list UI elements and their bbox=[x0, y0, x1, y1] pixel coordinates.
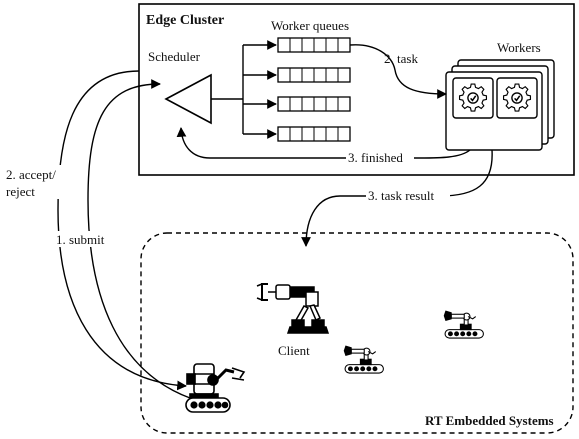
workers-stack bbox=[445, 59, 555, 151]
worker-queue-2 bbox=[277, 67, 351, 83]
worker-queue-4 bbox=[277, 126, 351, 142]
rt-embedded-systems-box bbox=[140, 232, 574, 434]
scheduler-label: Scheduler bbox=[148, 49, 201, 64]
accept-reject-label-line1: 2. accept/ bbox=[6, 167, 56, 182]
workers-label: Workers bbox=[497, 40, 541, 55]
task-label: 2. task bbox=[384, 51, 418, 66]
rt-embedded-systems-title: RT Embedded Systems bbox=[425, 413, 554, 428]
client-label: Client bbox=[278, 343, 310, 358]
queues-label: Worker queues bbox=[271, 18, 349, 33]
crawler-robot-icon bbox=[185, 363, 246, 413]
finished-arrow bbox=[176, 127, 471, 159]
worker-queue-1 bbox=[277, 37, 351, 53]
crawler-robot-icon bbox=[343, 345, 384, 374]
task-arrow bbox=[349, 44, 447, 99]
worker-queue-3 bbox=[277, 96, 351, 112]
task-result-label: 3. task result bbox=[368, 188, 434, 203]
fanout-lines bbox=[211, 40, 277, 139]
submit-label: 1. submit bbox=[56, 232, 105, 247]
accept-reject-arrow bbox=[57, 70, 187, 391]
edge-cluster-title: Edge Cluster bbox=[146, 13, 224, 28]
crawler-robot-icon bbox=[443, 310, 484, 339]
finished-label: 3. finished bbox=[348, 150, 403, 165]
submit-arrow bbox=[87, 79, 191, 399]
robot-arm-icon bbox=[256, 283, 330, 334]
accept-reject-label-line2: reject bbox=[6, 184, 35, 199]
